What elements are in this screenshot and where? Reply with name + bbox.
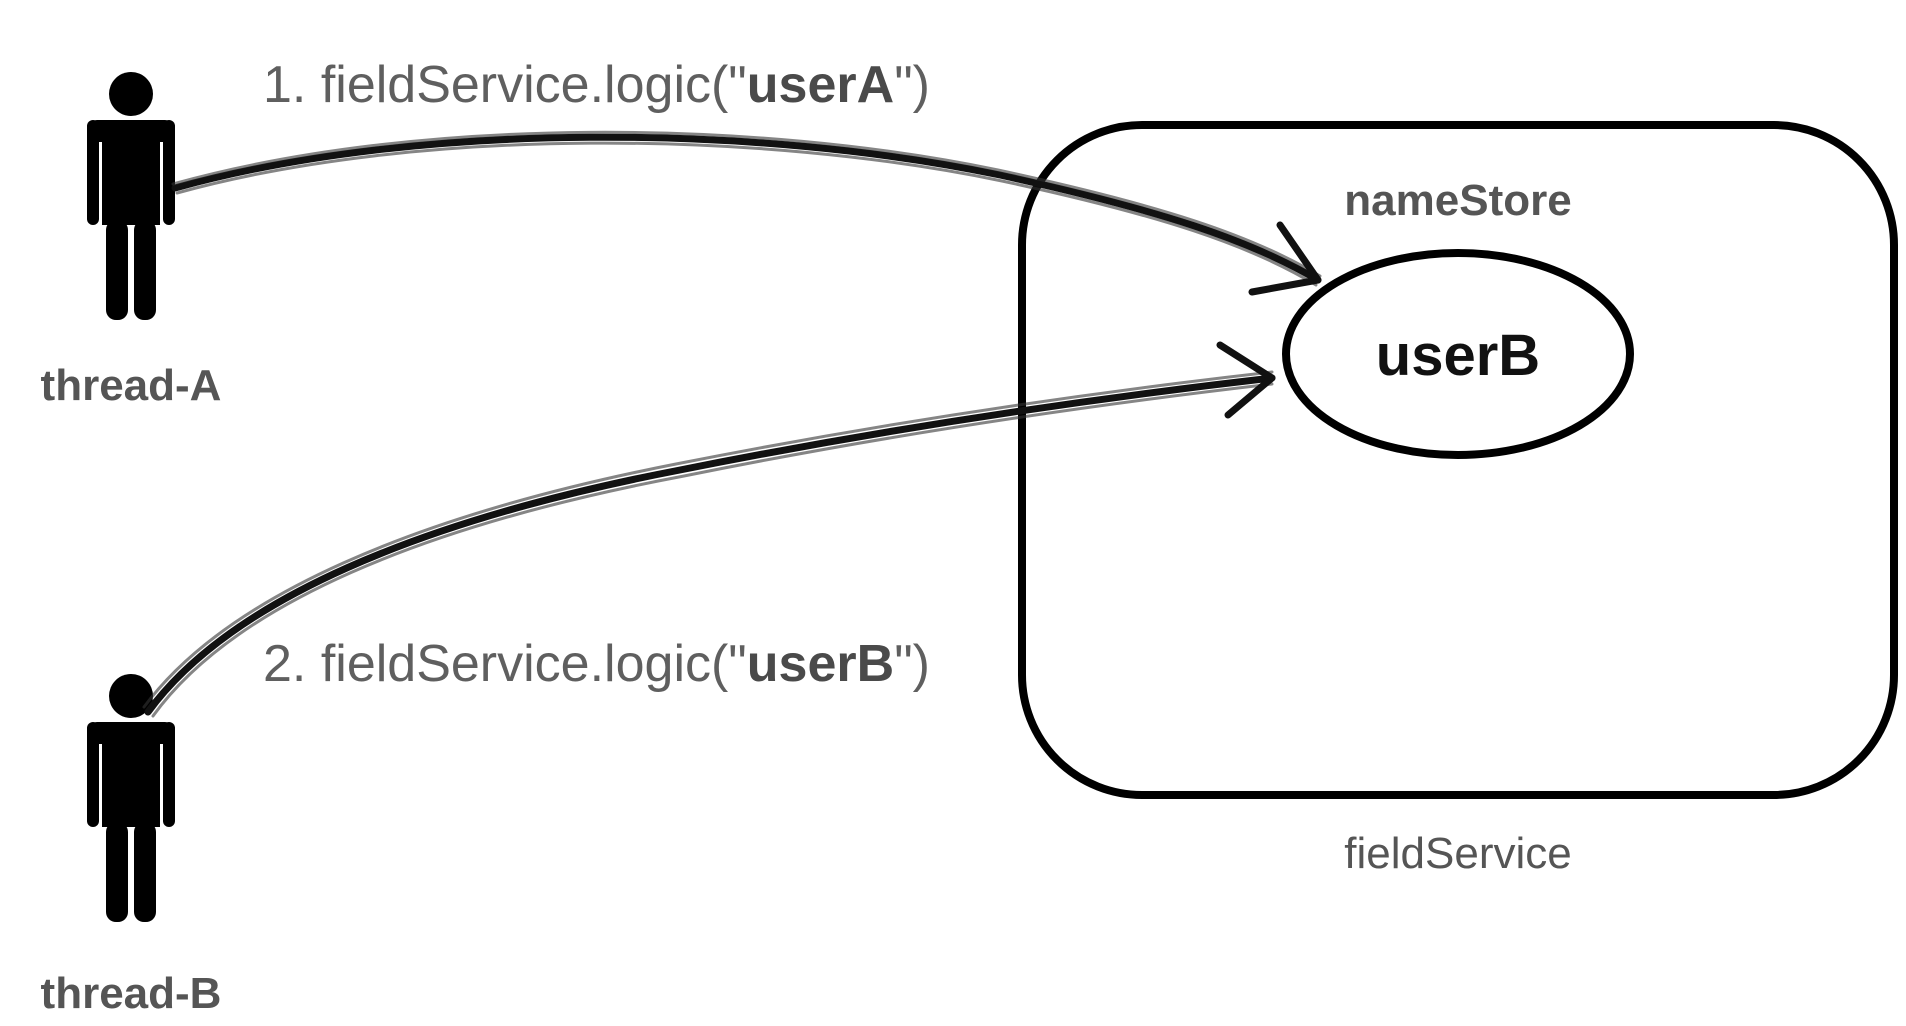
person-icon (87, 674, 175, 922)
call-1-arg: userA (747, 56, 894, 114)
thread-b-label: thread-B (41, 969, 222, 1018)
name-store-ellipse (1282, 249, 1634, 459)
call-1-suffix: ") (894, 56, 930, 114)
person-icon (87, 72, 175, 320)
thread-a-label: thread-A (41, 361, 222, 410)
call-2-label: 2. fieldService.logic("userB") (263, 635, 930, 693)
name-store-label: nameStore (1344, 176, 1571, 225)
thread-a-actor: thread-A (41, 72, 222, 410)
call-1-label: 1. fieldService.logic("userA") (263, 56, 930, 114)
call-2-prefix: 2. fieldService.logic(" (263, 635, 747, 693)
field-service-label: fieldService (1344, 829, 1571, 878)
field-service-box (1018, 121, 1898, 799)
thread-b-actor: thread-B (41, 674, 222, 1018)
call-1-prefix: 1. fieldService.logic(" (263, 56, 747, 114)
field-service-container: nameStore userB fieldService (1018, 121, 1898, 878)
call-2-suffix: ") (894, 635, 930, 693)
call-2-arg: userB (747, 635, 894, 693)
arrow-thread-a-to-store (171, 130, 1322, 296)
name-store-value: userB (1376, 323, 1540, 388)
arrow-thread-b-to-store (142, 341, 1276, 718)
